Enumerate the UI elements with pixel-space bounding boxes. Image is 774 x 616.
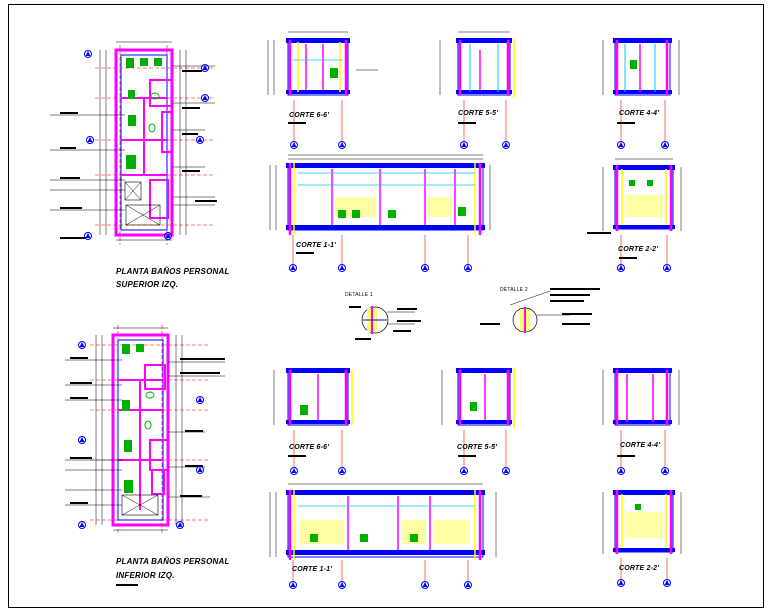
corte-55-bot-drawing bbox=[441, 368, 515, 475]
corte-22-bot-drawing bbox=[602, 490, 682, 587]
corte-66-bot-drawing bbox=[273, 368, 353, 475]
corte-44-bot-drawing bbox=[602, 368, 680, 475]
corte-11-top-drawing bbox=[269, 154, 491, 272]
plan-upper bbox=[50, 41, 217, 245]
corte-55-top-label: CORTE 5-5' bbox=[458, 110, 499, 117]
plan-upper-title-line2: SUPERIOR IZQ. bbox=[116, 280, 179, 289]
plan-upper-title-line1: PLANTA BAÑOS PERSONAL bbox=[116, 267, 230, 276]
corte-44-top-drawing bbox=[602, 38, 680, 149]
corte-11-bot-drawing bbox=[269, 483, 497, 589]
corte-55-top-drawing bbox=[439, 31, 515, 149]
detalle-2-drawing bbox=[480, 288, 600, 333]
plan-lower bbox=[65, 325, 225, 586]
corte-22-top-label: CORTE 2-2' bbox=[618, 246, 659, 253]
detalle-2-label: DETALLE 2 bbox=[500, 287, 528, 293]
detalle-1-drawing bbox=[349, 306, 421, 340]
drawing-sheet-border bbox=[8, 4, 764, 608]
corte-11-bot-label: CORTE 1-1' bbox=[292, 566, 333, 573]
corte-22-top-drawing bbox=[587, 158, 682, 272]
corte-44-bot-label: CORTE 4-4' bbox=[620, 442, 661, 449]
corte-66-bot-label: CORTE 6-6' bbox=[289, 444, 330, 451]
plan-lower-title-line2: INFERIOR IZQ. bbox=[116, 571, 175, 580]
corte-44-top-label: CORTE 4-4' bbox=[619, 110, 660, 117]
corte-55-bot-label: CORTE 5-5' bbox=[457, 444, 498, 451]
corte-66-top-drawing bbox=[267, 31, 378, 149]
corte-11-top-label: CORTE 1-1' bbox=[296, 242, 337, 249]
corte-22-bot-label: CORTE 2-2' bbox=[619, 565, 660, 572]
plan-lower-title-line1: PLANTA BAÑOS PERSONAL bbox=[116, 557, 230, 566]
detalle-1-label: DETALLE 1 bbox=[345, 292, 373, 298]
corte-66-top-label: CORTE 6-6' bbox=[289, 112, 330, 119]
